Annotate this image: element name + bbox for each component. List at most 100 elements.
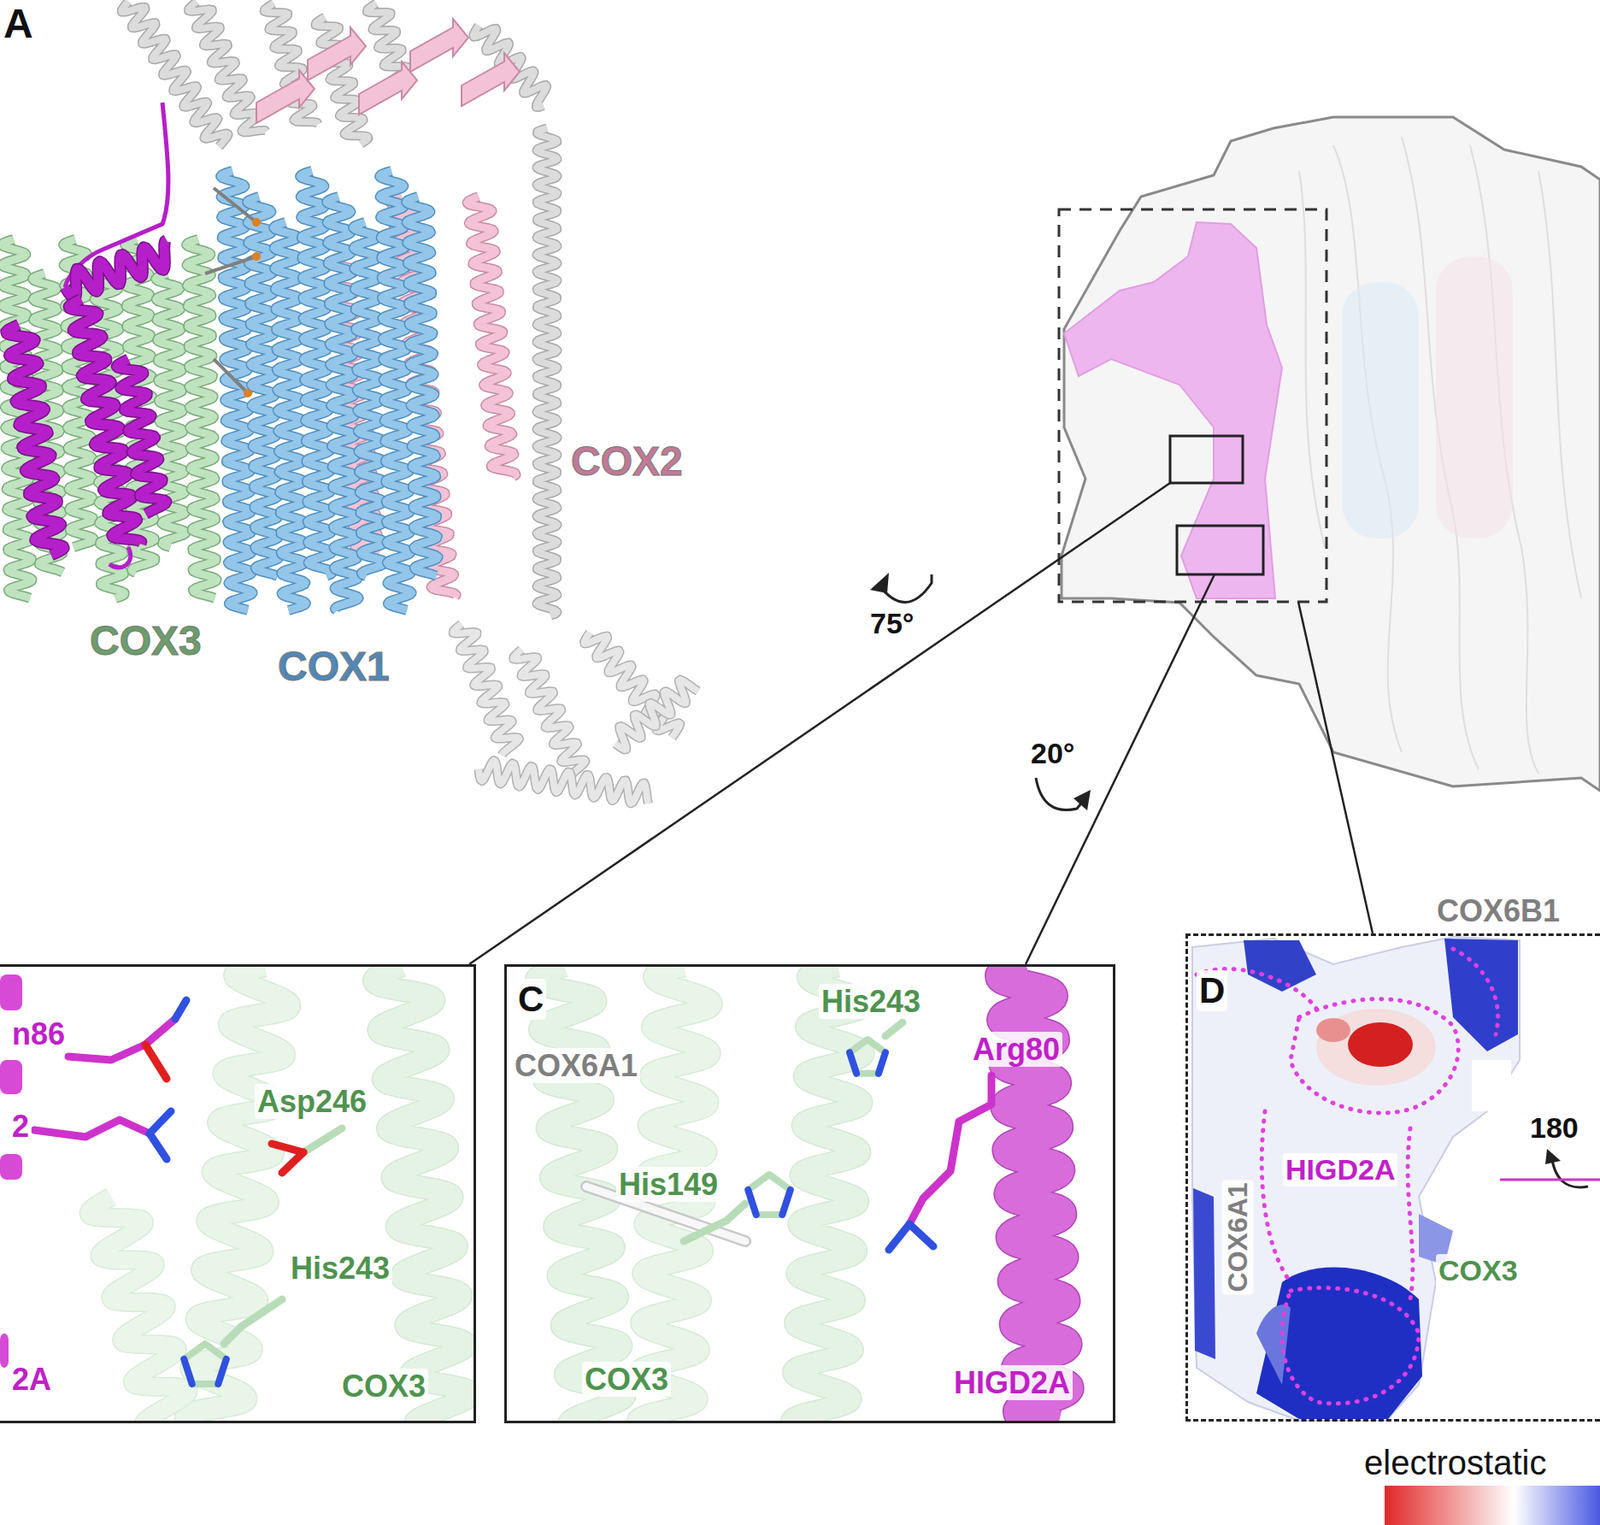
leader-line [469, 482, 1171, 965]
residue-label: His243 [288, 1250, 393, 1286]
helix [791, 965, 865, 1423]
helix [88, 1196, 189, 1423]
figure-label: COX1 [277, 642, 390, 690]
helix [5, 324, 64, 555]
zoom-model [0, 965, 471, 1423]
helix [186, 239, 217, 599]
zoom-rect [1170, 435, 1243, 483]
surface-detail [1299, 136, 1582, 774]
panel-letter: C [515, 978, 547, 1020]
rotation-axis [1500, 1178, 1600, 1182]
residue-label: HIGD2A [951, 1364, 1073, 1400]
residue-label: COX6A1 [1222, 1179, 1254, 1295]
figure-panel: DCOX6B1COX6A1HIGD2ACOX3 [1185, 933, 1600, 1422]
helix [116, 358, 167, 514]
side-chain [885, 1022, 903, 1036]
side-chain [149, 1111, 171, 1134]
side-chain [68, 1018, 176, 1060]
helix-cylinder [0, 1059, 23, 1095]
helix [478, 760, 648, 804]
helix [69, 299, 142, 544]
beta-strand [358, 61, 418, 115]
higd2a-surface [1064, 222, 1283, 599]
nitrogen [878, 1052, 886, 1074]
zoom-model [535, 964, 1069, 1423]
panel-letter: D [1196, 970, 1228, 1012]
residue-label: COX3 [339, 1368, 429, 1404]
helix [536, 128, 558, 616]
helix [326, 196, 359, 611]
residue-label: Arg80 [970, 1031, 1063, 1067]
helix [467, 196, 517, 477]
figure-label: A [3, 0, 34, 48]
helix [188, 1, 267, 133]
helix [452, 623, 519, 755]
helix-cylinder [0, 1333, 9, 1368]
helix [326, 196, 359, 611]
lipid [213, 188, 257, 223]
figure-label: 20° [1030, 736, 1075, 771]
figure-label: 180 [1529, 1111, 1579, 1145]
helix [88, 1196, 189, 1423]
beta-strand [256, 70, 315, 124]
arrow-head [870, 572, 889, 594]
helix [513, 649, 586, 780]
figure-label: COX2 [570, 437, 683, 485]
electrostatic-surface [1192, 936, 1520, 1421]
helix [5, 324, 64, 555]
helix-cylinder [0, 1153, 23, 1180]
phosphate [252, 217, 261, 227]
figure-label: electrostatic [1364, 1442, 1547, 1483]
helix [185, 965, 289, 1423]
helix [374, 965, 471, 1423]
side-chain [909, 1075, 992, 1224]
side-band [1471, 1059, 1512, 1112]
beta-strand [307, 27, 366, 81]
residue-label: 2A [9, 1361, 54, 1397]
helix [374, 965, 471, 1423]
leader-line [1025, 574, 1215, 965]
nitrogen [747, 1189, 756, 1215]
lipid [205, 256, 257, 274]
helix [185, 965, 289, 1423]
complex-surface [1061, 117, 1600, 791]
side-chain [303, 1128, 342, 1153]
helix [513, 649, 586, 780]
residue-label: COX3 [1435, 1253, 1521, 1288]
side-chain [223, 1299, 283, 1344]
ribbon-model [1, 1, 699, 804]
helix [452, 623, 519, 755]
outline-dots [1196, 948, 1499, 1404]
nitrogen [217, 1358, 226, 1384]
phosphate [252, 252, 261, 261]
side-chain [282, 1152, 304, 1173]
helix [615, 679, 699, 750]
residue-label: His149 [616, 1166, 721, 1202]
zoom-rect [1176, 525, 1264, 575]
figure-panel: n862Asp246His2432ACOX3 [0, 964, 477, 1424]
residue-label: His243 [818, 983, 924, 1019]
helix [300, 170, 333, 577]
side-chain [175, 1000, 187, 1019]
lipid [213, 358, 248, 394]
helix [186, 239, 217, 599]
helix [315, 17, 369, 144]
helix [64, 240, 167, 299]
side-chain [145, 1044, 167, 1079]
phosphate [243, 388, 253, 398]
residue-label: 2 [9, 1108, 32, 1144]
side-chain [34, 1119, 150, 1137]
helix [116, 358, 167, 514]
helix [405, 196, 438, 577]
surface-tint [1341, 256, 1513, 539]
side-chain [888, 1223, 910, 1250]
rotation-arrow [1035, 777, 1084, 811]
nitrogen [782, 1189, 790, 1215]
residue-label: HIGD2A [1282, 1152, 1398, 1187]
side-chain [149, 1133, 167, 1159]
residue-label: COX6B1 [1434, 893, 1563, 929]
helix [315, 17, 369, 144]
zoom-box [1058, 209, 1327, 602]
